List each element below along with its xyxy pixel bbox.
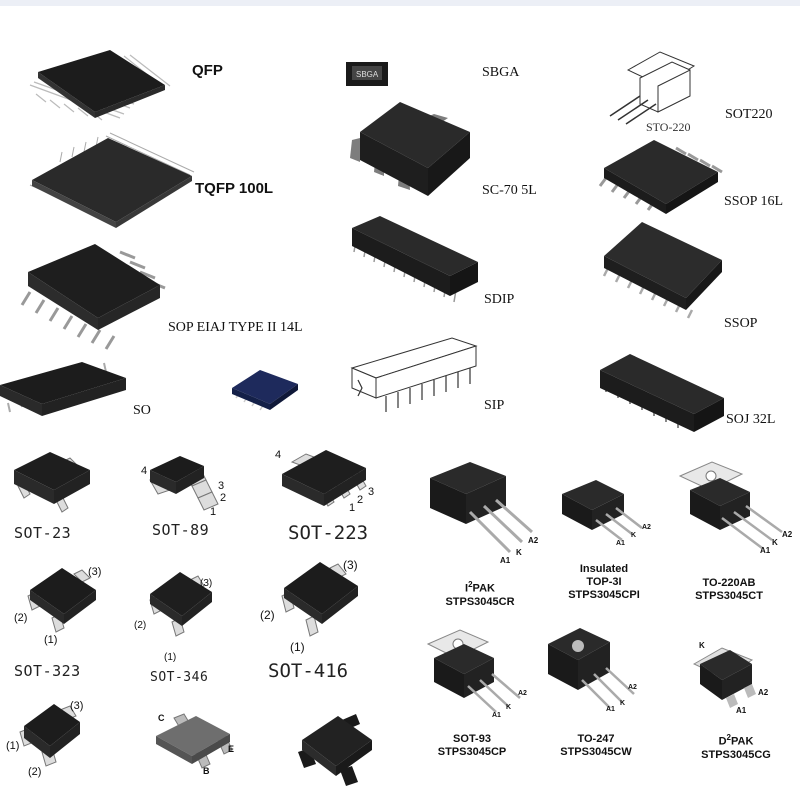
sot346-pin-3: (3) (200, 578, 213, 589)
sc70-label: SC-70 5L (482, 183, 537, 198)
grey-sot-pin-b: B (203, 766, 210, 776)
sot23-label: SOT-23 (14, 524, 72, 542)
to247-part: STPS3045CW (560, 746, 632, 758)
sot223-pin-3: 3 (368, 486, 375, 498)
sbga-chip-text: SBGA (356, 70, 379, 79)
grey-sot-pin-e: E (228, 744, 235, 754)
to220ab-pin-k: K (772, 538, 778, 547)
qfp-label: QFP (192, 62, 223, 79)
i2pak-suffix: PAK (472, 582, 495, 595)
sot416-label: SOT-416 (268, 660, 349, 682)
to220ab-pin-a2: A2 (782, 530, 793, 539)
top3i-caption: Insulated TOP-3I STPS3045CPI (552, 563, 656, 602)
sot93-pin-a2: A2 (518, 690, 527, 697)
sot346-pin-2: (2) (134, 620, 147, 631)
bottom-left-pin-2: (2) (28, 766, 42, 778)
i2pak-pin-a1: A1 (500, 556, 511, 565)
d2pak-superscript: 2 (726, 733, 731, 742)
to247-pin-k: K (620, 700, 626, 707)
bottom-left-pin-1: (1) (6, 740, 20, 752)
sot89-pin-4: 4 (141, 465, 148, 477)
sot223-pin-2: 2 (357, 494, 364, 506)
top3i-pin-a1: A1 (616, 540, 625, 547)
sot93-part: STPS3045CP (437, 746, 507, 758)
sot223-pin-1: 1 (349, 502, 356, 514)
top3i-line1: Insulated (579, 563, 629, 575)
to247-name: TO-247 (577, 733, 615, 745)
to247-pin-a2: A2 (628, 684, 637, 691)
tqfp-label: TQFP 100L (195, 180, 274, 197)
sto220-caption: STO-220 (646, 120, 691, 134)
sot323-pin-1: (1) (44, 634, 58, 646)
soj32-label: SOJ 32L (726, 412, 776, 427)
to220ab-pin-a1: A1 (760, 546, 771, 555)
d2pak-suffix: PAK (730, 735, 754, 748)
d2pak-pin-a1: A1 (736, 706, 747, 715)
to220ab-caption: TO-220AB STPS3045CT (684, 577, 774, 603)
to220ab-part: STPS3045CT (695, 590, 763, 602)
grey-sot-pin-c: C (158, 713, 165, 723)
i2pak-pin-a2: A2 (528, 536, 539, 545)
sot323-pin-2: (2) (14, 612, 28, 624)
d2pak-pin-k: K (699, 641, 705, 650)
top3i-part: STPS3045CPI (568, 589, 640, 601)
sot93-pin-a1: A1 (492, 712, 501, 719)
sip-label: SIP (484, 398, 505, 413)
d2pak-pin-a2: A2 (758, 688, 769, 697)
ssop-label: SSOP (724, 316, 758, 331)
sot220-label: SOT220 (725, 107, 773, 122)
sot223-pin-4: 4 (275, 449, 282, 461)
sot346-label: SOT-346 (150, 670, 209, 685)
sot89-pin-1: 1 (210, 506, 217, 518)
sot93-pin-k: K (506, 704, 512, 711)
i2pak-pin-k: K (516, 548, 522, 557)
i2pak-part: STPS3045CR (445, 595, 515, 608)
to247-pin-a1: A1 (606, 706, 615, 713)
sot223-label: SOT-223 (288, 522, 369, 544)
sot93-caption: SOT-93 STPS3045CP (424, 733, 520, 759)
sot93-name: SOT-93 (453, 733, 491, 745)
sot89-pin-2: 2 (220, 492, 227, 504)
sot323-pin-3: (3) (88, 566, 102, 578)
i2pak-superscript: 2 (468, 580, 473, 589)
bottom-left-pin-3: (3) (70, 700, 84, 712)
sot323-label: SOT-323 (14, 662, 81, 680)
sbga-label: SBGA (482, 65, 520, 80)
top3i-line2: TOP-3I (586, 576, 622, 588)
d2pak-caption: D2PAK STPS3045CG (686, 731, 786, 762)
top3i-pin-a2: A2 (642, 524, 651, 531)
d2pak-prefix: D (718, 735, 727, 748)
sot416-pin-3: (3) (343, 558, 358, 572)
to247-caption: TO-247 STPS3045CW (546, 733, 646, 759)
sop-label: SOP EIAJ TYPE II 14L (168, 320, 303, 335)
sdip-label: SDIP (484, 292, 515, 307)
to220ab-name: TO-220AB (702, 577, 756, 589)
top3i-pin-k: K (631, 532, 637, 539)
sot89-pin-3: 3 (218, 480, 225, 492)
i2pak-prefix: I (465, 582, 469, 595)
ssop16-label: SSOP 16L (724, 194, 784, 209)
so-label: SO (133, 403, 151, 418)
d2pak-part: STPS3045CG (701, 748, 771, 761)
sot89-label: SOT-89 (152, 521, 210, 539)
i2pak-caption: I2PAK STPS3045CR (430, 578, 530, 609)
sot416-pin-1: (1) (290, 640, 305, 654)
sot416-pin-2: (2) (260, 608, 275, 622)
sot346-pin-1: (1) (164, 652, 177, 663)
top-strip (0, 0, 800, 6)
